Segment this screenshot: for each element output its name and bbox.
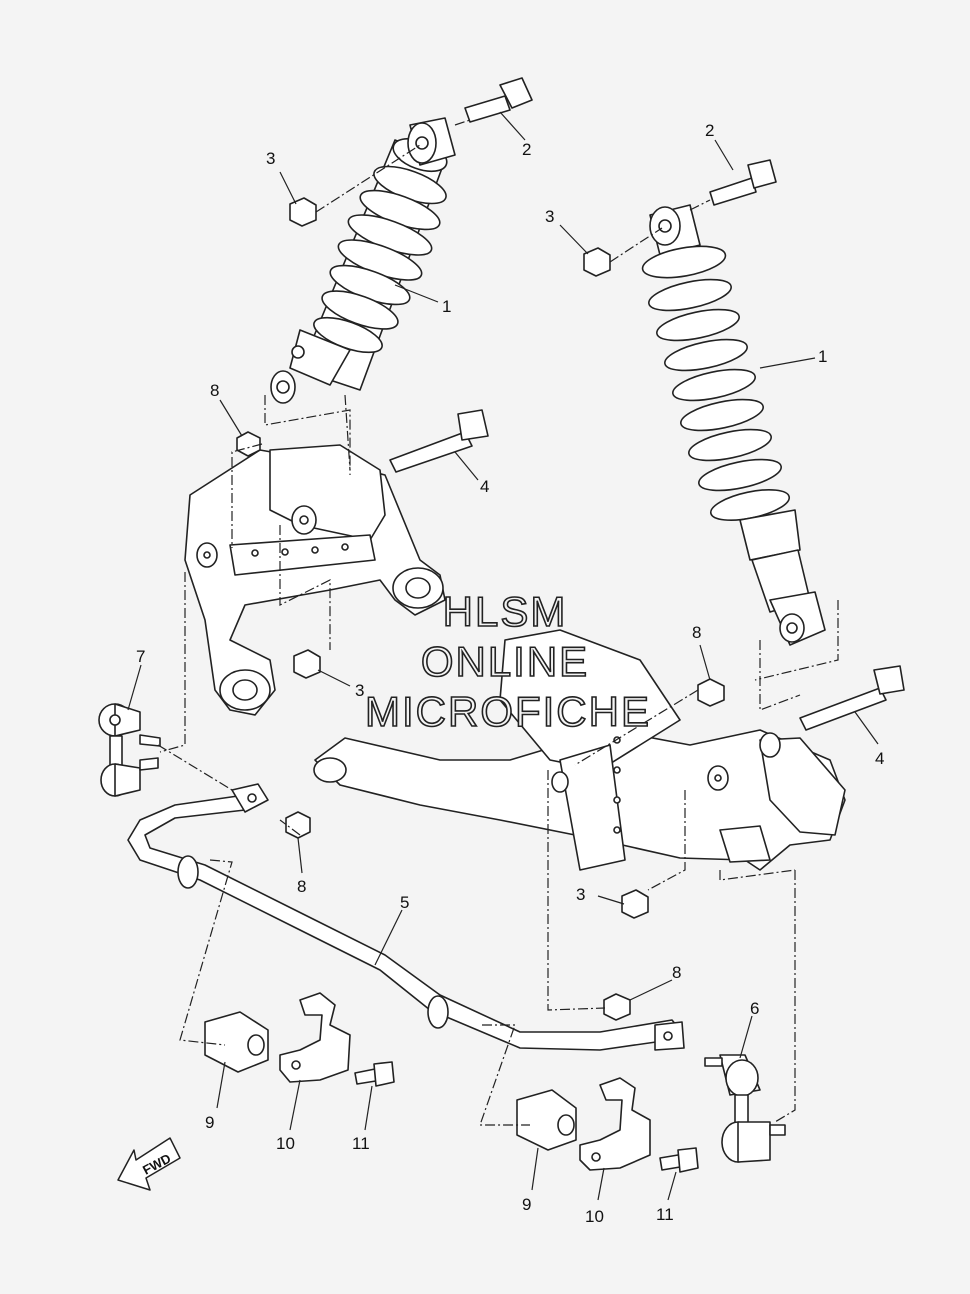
callout-4-right: 4 — [875, 749, 884, 768]
callout-10-left: 10 — [276, 1134, 295, 1153]
bushing-9-right[interactable] — [516, 1089, 577, 1151]
nut-3-a[interactable] — [289, 197, 317, 227]
watermark-line-2: ONLINE — [421, 638, 589, 685]
callout-7: 7 — [136, 647, 145, 666]
callout-numbers: 1 1 2 2 3 3 3 3 4 4 5 6 7 8 8 8 8 9 9 10… — [136, 121, 884, 1226]
left-swing-arm[interactable] — [184, 444, 446, 716]
callout-9-left: 9 — [205, 1113, 214, 1132]
nut-3-b[interactable] — [583, 247, 611, 277]
right-swing-arm[interactable] — [313, 629, 846, 871]
clamp-10-right[interactable] — [579, 1077, 651, 1171]
callout-10-right: 10 — [585, 1207, 604, 1226]
callout-9-right: 9 — [522, 1195, 531, 1214]
callout-5: 5 — [400, 893, 409, 912]
callout-8-c: 8 — [297, 877, 306, 896]
nut-8-c[interactable] — [285, 811, 311, 839]
callout-8-a: 8 — [210, 381, 219, 400]
callout-8-d: 8 — [672, 963, 681, 982]
right-stabilizer-link[interactable] — [704, 1054, 786, 1163]
callout-1-right: 1 — [818, 347, 827, 366]
callout-3-a: 3 — [266, 149, 275, 168]
bushing-9-left[interactable] — [204, 1011, 269, 1073]
assembly-lines — [157, 119, 839, 1126]
callout-3-b: 3 — [545, 207, 554, 226]
watermark-line-3: MICROFICHE — [365, 688, 651, 735]
bolt-11-left[interactable] — [354, 1061, 395, 1087]
callout-6: 6 — [750, 999, 759, 1018]
left-shock-absorber[interactable] — [270, 117, 456, 404]
callout-8-b: 8 — [692, 623, 701, 642]
bolt-2-right[interactable] — [709, 159, 777, 206]
bolt-4-right[interactable] — [799, 665, 905, 731]
callout-2-right: 2 — [705, 121, 714, 140]
nut-3-d[interactable] — [621, 889, 649, 919]
callout-11-right: 11 — [656, 1205, 674, 1224]
callout-4-left: 4 — [480, 477, 489, 496]
callout-2-left: 2 — [522, 140, 531, 159]
nut-8-d[interactable] — [603, 993, 631, 1021]
left-stabilizer-link[interactable] — [98, 703, 161, 797]
callout-3-c: 3 — [355, 681, 364, 700]
stabilizer-bar[interactable] — [127, 783, 685, 1051]
callout-11-left: 11 — [352, 1134, 370, 1153]
bolt-11-right[interactable] — [659, 1147, 699, 1173]
watermark: HLSM ONLINE MICROFICHE — [364, 587, 651, 736]
clamp-10-left[interactable] — [279, 992, 351, 1083]
callout-1-left: 1 — [442, 297, 451, 316]
nut-3-c[interactable] — [293, 649, 321, 679]
nut-8-a[interactable] — [236, 431, 261, 457]
right-shock-absorber[interactable] — [640, 204, 826, 646]
leader-lines — [127, 111, 879, 1201]
callout-3-d: 3 — [576, 885, 585, 904]
bolt-2-left[interactable] — [464, 77, 533, 123]
bolt-4-left[interactable] — [389, 409, 489, 473]
watermark-line-1: HLSM — [443, 588, 568, 635]
